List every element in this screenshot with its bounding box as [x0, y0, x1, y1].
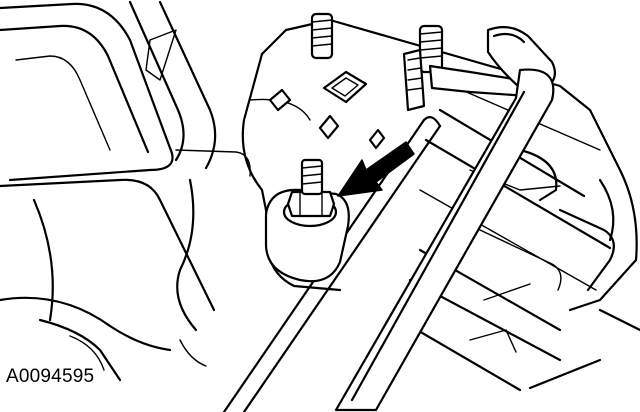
callout-arrow — [337, 141, 415, 197]
bolt-and-nut — [282, 158, 338, 228]
upper-studs — [310, 12, 444, 112]
figure-id-label: A0094595 — [6, 366, 95, 387]
port-openings — [268, 70, 386, 150]
left-housing-panel — [0, 0, 251, 382]
tube — [222, 68, 555, 412]
